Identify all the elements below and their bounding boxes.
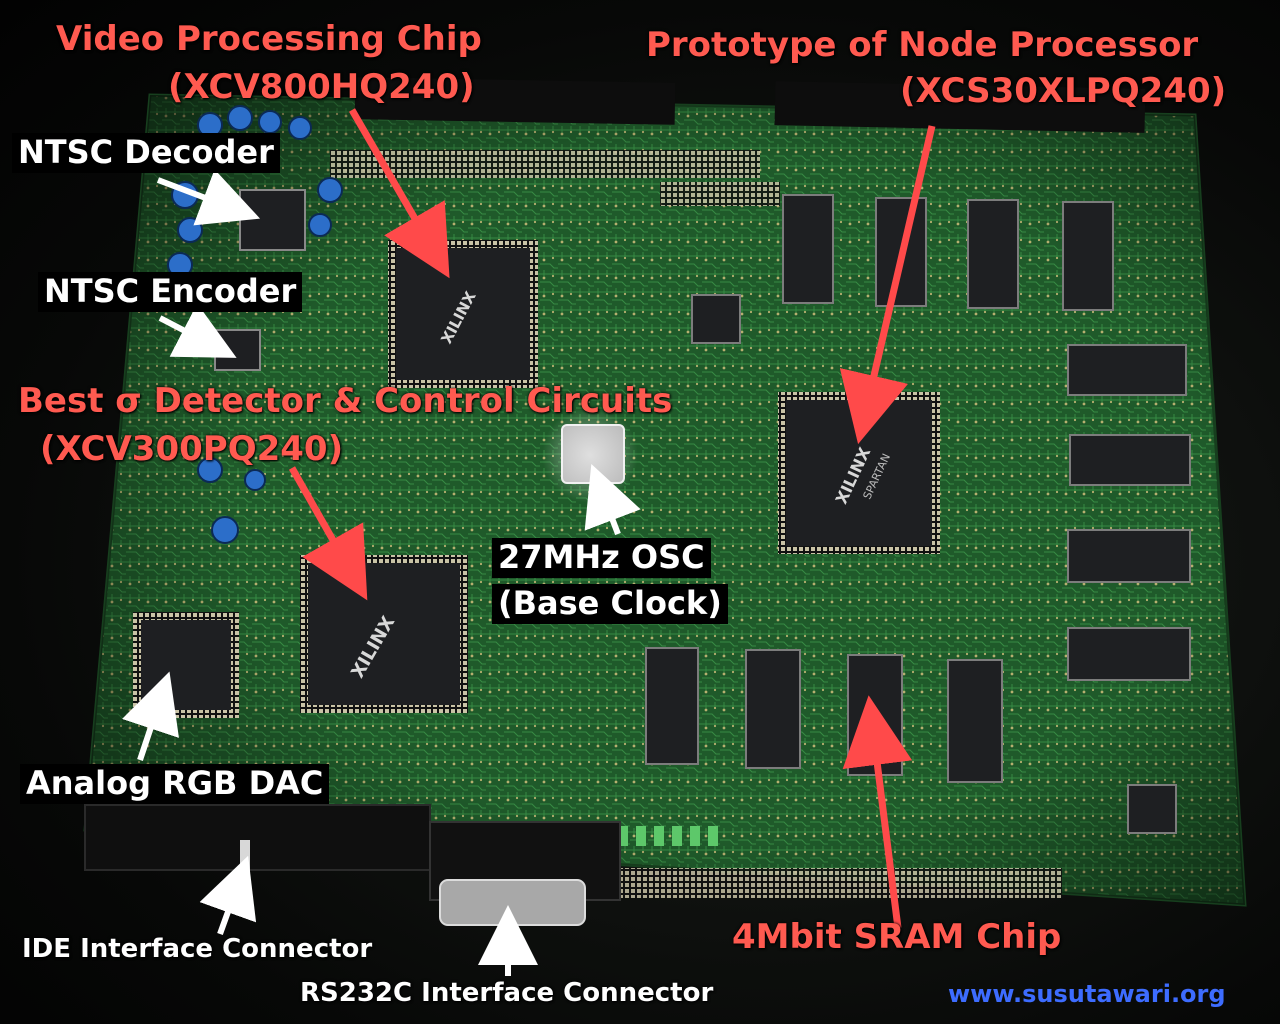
- arrow-video-chip: [348, 108, 450, 279]
- led-row: [618, 826, 718, 846]
- sram-column-right: [1067, 344, 1191, 681]
- label-video-chip-part: (XCV800HQ240): [168, 67, 475, 107]
- small-chip-bottom-right: [1127, 784, 1177, 834]
- sram-row-top: [782, 194, 1114, 311]
- label-node-processor: Prototype of Node Processor: [646, 25, 1199, 65]
- ide-connector: [84, 804, 431, 871]
- label-sram: 4Mbit SRAM Chip: [732, 917, 1062, 957]
- label-best-sigma: Best σ Detector & Control Circuits: [18, 381, 673, 421]
- arrow-ntsc-decoder: [156, 169, 261, 226]
- arrow-rgb-dac: [122, 671, 179, 761]
- sram-row-bottom: [645, 647, 1003, 783]
- white-arrows: [122, 169, 641, 976]
- label-node-processor-part: (XCS30XLPQ240): [900, 71, 1227, 111]
- label-osc-line2: (Base Clock): [492, 584, 728, 624]
- label-rs232c: RS232C Interface Connector: [300, 978, 714, 1008]
- arrow-ntsc-encoder: [158, 303, 237, 358]
- website-watermark: www.susutawari.org: [948, 980, 1226, 1008]
- arrow-best-sigma: [288, 466, 368, 601]
- label-osc-line1: 27MHz OSC: [492, 538, 711, 578]
- ntsc-encoder-chip: [214, 329, 261, 371]
- arrow-ide: [199, 855, 257, 936]
- rgb-dac-chip: [141, 620, 231, 710]
- label-video-chip: Video Processing Chip: [56, 19, 482, 59]
- ntsc-decoder-chip: [239, 189, 306, 251]
- arrow-osc: [584, 463, 641, 536]
- top-connector-left: [354, 77, 676, 125]
- rs232c-dsub: [439, 879, 586, 926]
- label-ntsc-encoder: NTSC Encoder: [38, 272, 303, 312]
- arrow-node-processor: [839, 125, 936, 445]
- label-ntsc-decoder: NTSC Decoder: [12, 133, 280, 173]
- label-rgb-dac: Analog RGB DAC: [20, 764, 330, 804]
- top-connector-right: [774, 81, 1146, 133]
- capacitor-cluster: [167, 105, 343, 544]
- red-arrows: [288, 108, 936, 929]
- arrow-sram: [842, 695, 913, 929]
- label-best-sigma-part: (XCV300PQ240): [40, 429, 344, 469]
- small-chip-middle: [691, 294, 741, 344]
- label-ide: IDE Interface Connector: [22, 934, 373, 964]
